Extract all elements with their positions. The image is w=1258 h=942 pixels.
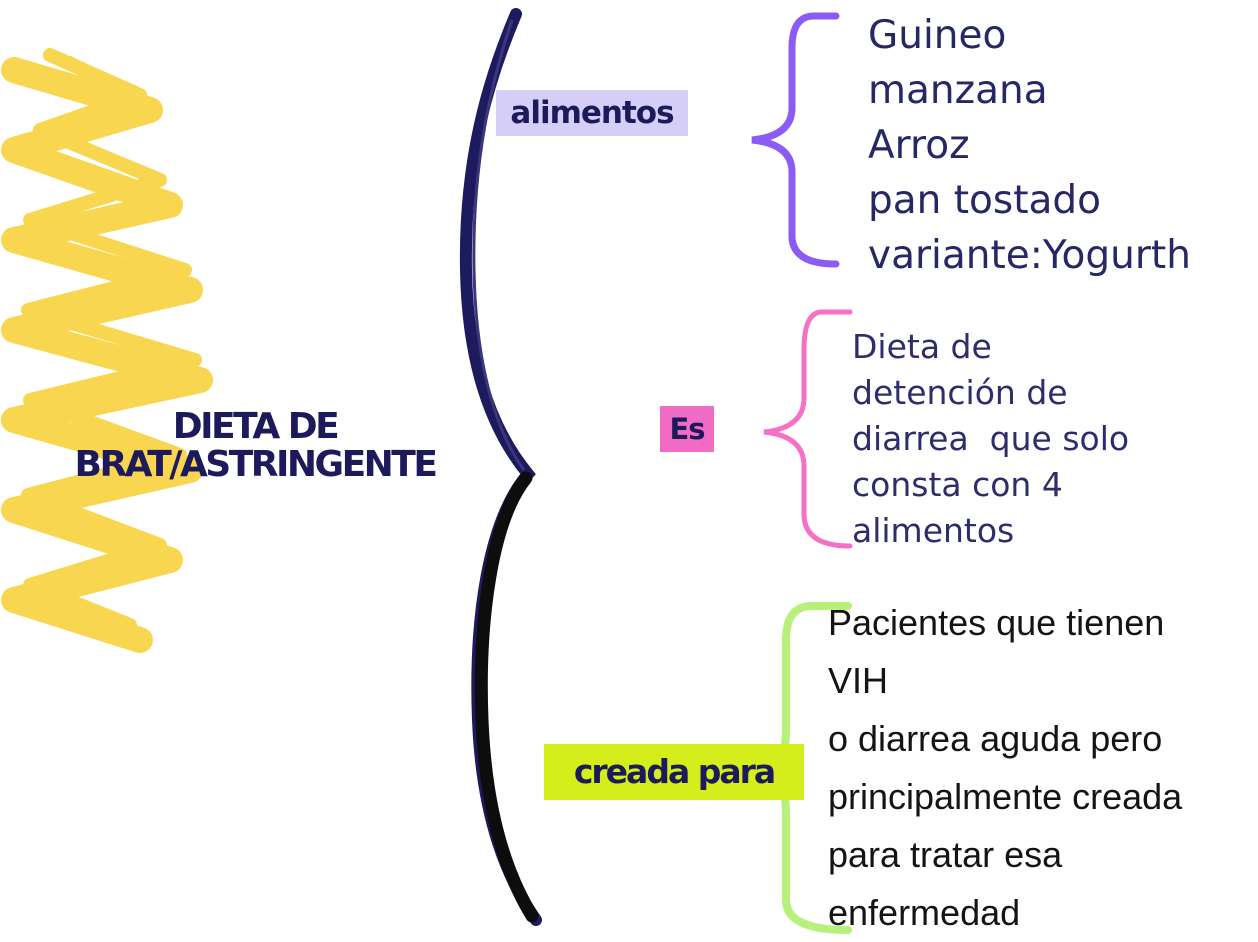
es-bracket [763, 309, 853, 549]
branch-label-alimentos: alimentos [496, 90, 688, 136]
creada-para-description: Pacientes que tienen VIH o diarrea aguda… [828, 594, 1253, 942]
central-topic: DIETA DE BRAT/ASTRINGENTE [40, 408, 470, 484]
description-line: alimentos [852, 511, 1015, 550]
list-item: Arroz [868, 123, 970, 168]
central-topic-line2: BRAT/ASTRINGENTE [74, 444, 438, 485]
main-bracket [459, 8, 542, 926]
description-line: consta con 4 [852, 465, 1063, 504]
alimentos-bracket [751, 12, 840, 268]
list-item: variante:Yogurth [868, 233, 1191, 278]
central-topic-line1: DIETA DE [172, 406, 340, 447]
branch-label-creada-para: creada para [544, 744, 804, 800]
description-line: VIH [828, 660, 889, 701]
description-line: principalmente creada [828, 776, 1183, 817]
description-line: Dieta de [852, 327, 992, 366]
description-line: para tratar esa [828, 834, 1063, 875]
branch-label-es: Es [660, 406, 714, 452]
list-item: pan tostado [868, 178, 1102, 223]
description-line: o diarrea aguda pero [828, 718, 1163, 759]
list-item: Guineo [868, 13, 1007, 58]
alimentos-list: Guineo manzana Arroz pan tostado variant… [868, 8, 1191, 283]
list-item: manzana [868, 68, 1048, 113]
description-line: enfermedad [828, 892, 1021, 933]
description-line: Pacientes que tienen [828, 602, 1165, 643]
es-description: Dieta de detención de diarrea que solo c… [852, 324, 1212, 554]
description-line: diarrea que solo [852, 419, 1130, 458]
description-line: detención de [852, 373, 1068, 412]
